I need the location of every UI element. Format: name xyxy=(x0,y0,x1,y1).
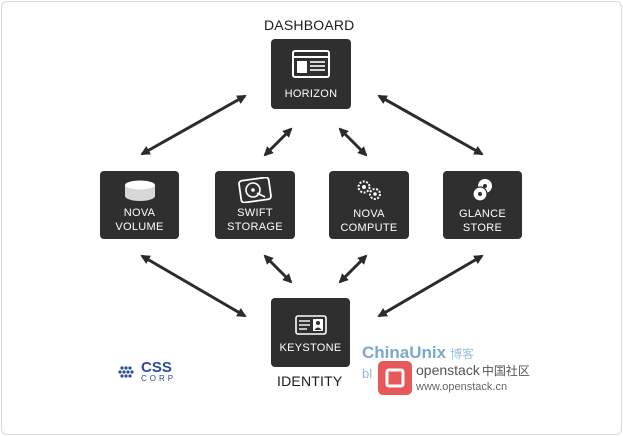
arrow-horizon-nova-volume xyxy=(140,94,247,156)
id-card-icon xyxy=(271,315,350,335)
css-corp-logo: CSS CORP xyxy=(118,359,177,383)
swift-storage-line1: SWIFT xyxy=(237,207,273,219)
horizon-label: HORIZON xyxy=(284,88,338,100)
disk-cylinder-icon xyxy=(100,180,179,202)
nova-compute-line2: COMPUTE xyxy=(340,222,398,234)
chinaunix-cn-text: 博客 xyxy=(450,347,475,361)
openstack-cn: 中国社区 xyxy=(481,364,530,378)
arrow-swift-storage-keystone xyxy=(263,254,293,284)
nova-compute-node[interactable]: NOVA COMPUTE xyxy=(329,171,409,239)
keystone-label: KEYSTONE xyxy=(279,342,342,354)
arrow-nova-volume-keystone xyxy=(140,254,247,318)
glance-store-line2: STORE xyxy=(462,222,503,234)
arrow-horizon-swift-storage xyxy=(263,127,293,157)
nova-compute-line1: NOVA xyxy=(353,208,385,220)
nova-volume-line1: NOVA xyxy=(123,207,156,219)
gears-icon xyxy=(329,178,409,202)
blog-watermark: bl xyxy=(362,366,373,381)
arrow-horizon-glance-store xyxy=(377,94,484,156)
disc-icon xyxy=(443,177,522,203)
horizon-node[interactable]: HORIZON xyxy=(271,39,351,109)
css-logo-sub: CORP xyxy=(141,374,177,383)
glance-store-line1: GLANCE xyxy=(458,208,507,220)
css-logo-main: CSS xyxy=(141,359,172,376)
hard-drive-icon xyxy=(215,177,295,203)
nova-volume-node[interactable]: NOVA VOLUME xyxy=(100,171,179,239)
openstack-logo-icon xyxy=(378,361,412,395)
swift-storage-line2: STORAGE xyxy=(227,221,283,233)
identity-caption: IDENTITY xyxy=(277,373,343,389)
nova-volume-line2: VOLUME xyxy=(115,221,164,233)
glance-store-node[interactable]: GLANCE STORE xyxy=(443,171,522,239)
keystone-node[interactable]: KEYSTONE xyxy=(271,298,350,367)
openstack-name: openstack xyxy=(416,362,480,378)
browser-window-icon xyxy=(271,50,351,78)
dashboard-caption: DASHBOARD xyxy=(264,17,355,33)
css-corp-dots-icon xyxy=(118,365,134,378)
chinaunix-text: ChinaUnix xyxy=(362,343,447,362)
arrow-glance-store-keystone xyxy=(377,254,484,318)
arrow-horizon-nova-compute xyxy=(338,127,368,157)
openstack-url: www.openstack.cn xyxy=(416,381,508,393)
swift-storage-node[interactable]: SWIFT STORAGE xyxy=(215,171,295,239)
arrow-nova-compute-keystone xyxy=(338,254,368,284)
